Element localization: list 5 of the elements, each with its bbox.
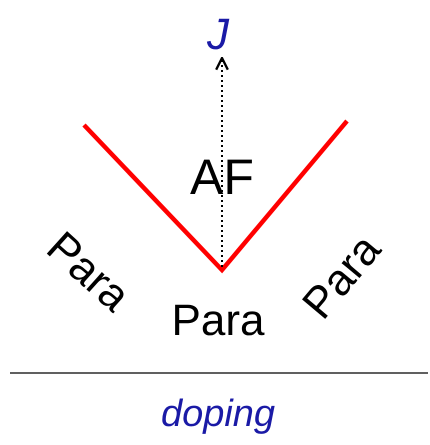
- axis-label: J: [207, 13, 229, 57]
- arrow: [215, 56, 229, 267]
- region-label: AF: [190, 152, 254, 202]
- axis-label: doping: [160, 395, 276, 433]
- region-label: Para: [172, 299, 264, 343]
